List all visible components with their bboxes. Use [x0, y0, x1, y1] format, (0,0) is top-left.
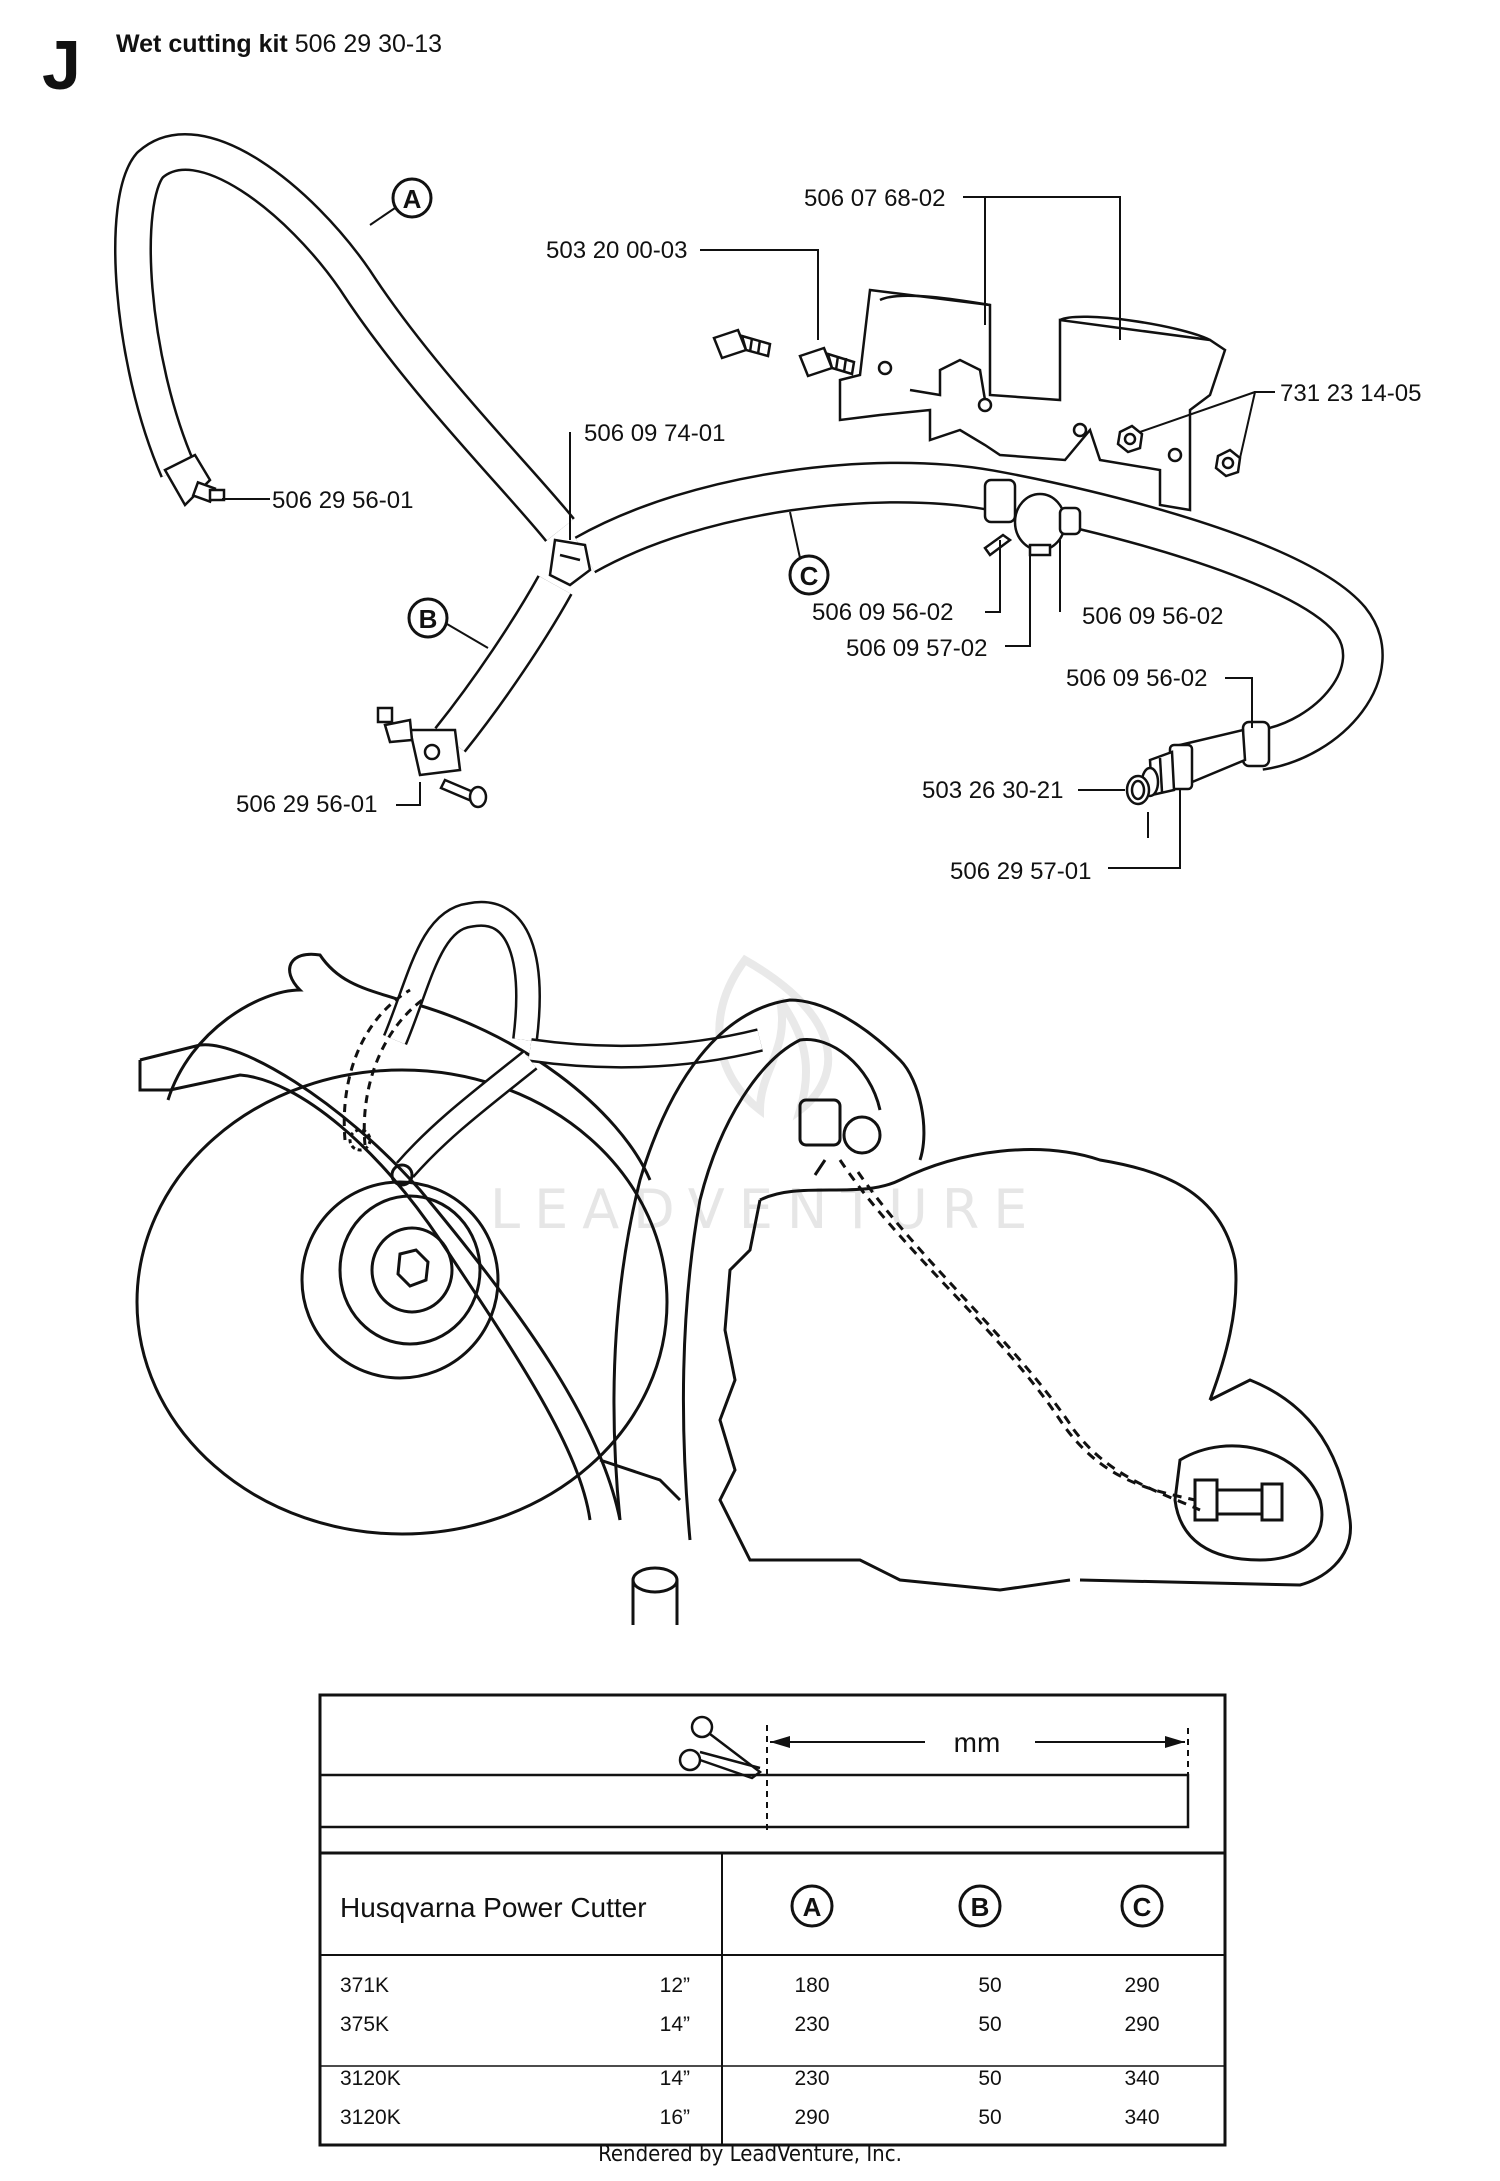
section-letter: J [42, 26, 81, 104]
svg-text:14”: 14” [660, 2067, 690, 2090]
label-nipple-top: 506 29 56-01 [272, 487, 413, 514]
svg-text:50: 50 [978, 2067, 1001, 2090]
svg-text:340: 340 [1124, 2106, 1159, 2129]
svg-text:230: 230 [794, 2067, 829, 2090]
kit-name: Wet cutting kit [116, 30, 288, 58]
hose-b [434, 575, 573, 753]
nut-1 [1116, 424, 1144, 454]
table-row: 3120K 16” 290 50 340 [340, 2106, 1160, 2129]
table-row: 371K 12” 180 50 290 [340, 1974, 1160, 1997]
screw-bottom [439, 778, 488, 809]
watermark: LEADVENTURE [490, 1178, 1041, 1241]
label-valve: 506 09 57-02 [846, 635, 987, 662]
screw-1 [712, 328, 772, 360]
svg-text:3120K: 3120K [340, 2067, 401, 2090]
label-t-connector: 506 09 74-01 [584, 420, 725, 447]
svg-text:50: 50 [978, 1974, 1001, 1997]
svg-text:C: C [1133, 1892, 1152, 1922]
nipple-bottom [376, 706, 462, 777]
svg-text:290: 290 [1124, 2013, 1159, 2036]
nut-2 [1214, 448, 1242, 478]
end-coupling [1140, 720, 1271, 798]
svg-text:340: 340 [1124, 2067, 1159, 2090]
screw-2 [798, 346, 856, 378]
callouts [222, 196, 1275, 869]
header-col-c: C [1120, 1884, 1164, 1928]
label-clamp-left: 506 09 56-02 [812, 599, 953, 626]
label-bracket: 506 07 68-02 [804, 185, 945, 212]
table-row: 375K 14” 230 50 290 [340, 2013, 1160, 2036]
hose-b-tag: B [407, 597, 489, 649]
svg-text:290: 290 [794, 2106, 829, 2129]
svg-text:230: 230 [794, 2013, 829, 2036]
header-col-b: B [958, 1884, 1002, 1928]
label-clamp-end: 506 09 56-02 [1066, 665, 1207, 692]
section-title: Wet cutting kit 506 29 30-13 [116, 30, 442, 59]
unit-label: mm [954, 1727, 1001, 1758]
bracket [838, 288, 1227, 512]
svg-text:16”: 16” [660, 2106, 690, 2129]
valve [983, 478, 1082, 557]
svg-text:180: 180 [794, 1974, 829, 1997]
svg-text:B: B [419, 604, 438, 634]
scissors-icon [678, 1715, 763, 1780]
label-clamp-right: 506 09 56-02 [1082, 603, 1223, 630]
svg-text:50: 50 [978, 2106, 1001, 2129]
svg-text:375K: 375K [340, 2013, 389, 2036]
hose-a [114, 133, 575, 542]
header-model: Husqvarna Power Cutter [340, 1892, 647, 1923]
table-row: 3120K 14” 230 50 340 [340, 2067, 1160, 2090]
washer [1125, 774, 1151, 806]
label-nut: 731 23 14-05 [1280, 380, 1421, 407]
svg-text:3120K: 3120K [340, 2106, 401, 2129]
hose-c-tag: C [788, 511, 830, 596]
hose-c [574, 461, 1384, 771]
footer-credit: Rendered by LeadVenture, Inc. [598, 2142, 902, 2167]
power-cutter-illustration [135, 900, 1352, 1625]
svg-text:50: 50 [978, 2013, 1001, 2036]
t-connector [548, 538, 592, 587]
nipple-top [163, 453, 226, 508]
label-washer: 503 26 30-21 [922, 777, 1063, 804]
svg-text:C: C [800, 561, 819, 591]
header-col-a: A [790, 1884, 834, 1928]
cut-length-table: mm Husqvarna Power Cutter A B C [318, 1693, 1227, 2147]
svg-text:14”: 14” [660, 2013, 690, 2036]
svg-text:371K: 371K [340, 1974, 389, 1997]
label-nipple-bottom: 506 29 56-01 [236, 791, 377, 818]
label-screw: 503 20 00-03 [546, 237, 687, 264]
svg-text:A: A [803, 1892, 822, 1922]
svg-text:12”: 12” [660, 1974, 690, 1997]
kit-part-number: 506 29 30-13 [294, 30, 443, 58]
svg-text:A: A [403, 184, 422, 214]
watermark-flame-icon [715, 954, 833, 1121]
hose-a-tag: A [369, 177, 433, 226]
label-coupling: 506 29 57-01 [950, 858, 1091, 885]
svg-text:290: 290 [1124, 1974, 1159, 1997]
svg-text:B: B [971, 1892, 990, 1922]
